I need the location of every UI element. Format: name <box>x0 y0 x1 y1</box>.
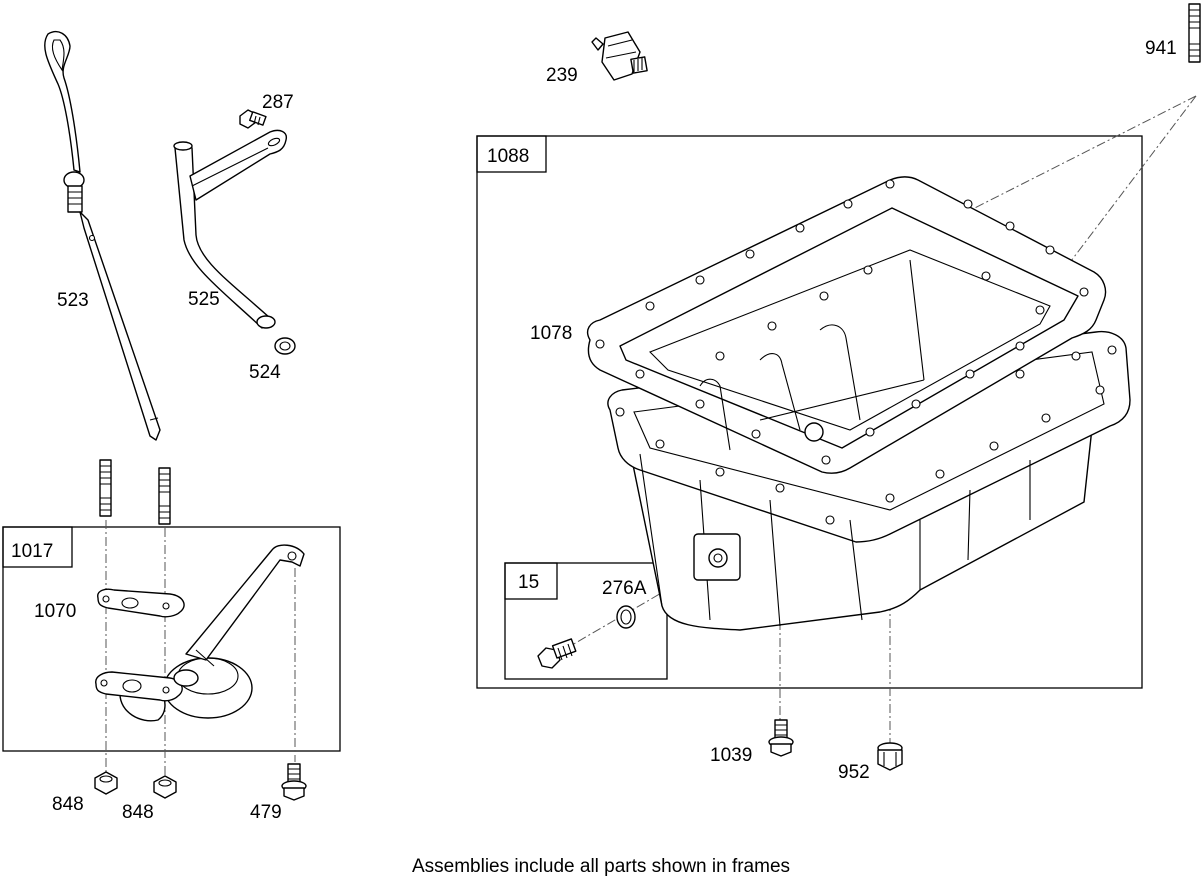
label-287: 287 <box>262 92 294 113</box>
bolt-1039-part <box>768 719 794 757</box>
label-848-right: 848 <box>122 802 154 823</box>
frame-1088: 1088 <box>476 135 1143 689</box>
label-276a: 276A <box>602 578 647 599</box>
label-1039: 1039 <box>710 745 752 766</box>
label-848-left: 848 <box>52 794 84 815</box>
bolt-479-part <box>281 763 307 801</box>
drain-plug-part <box>537 638 577 669</box>
dipstick-part <box>44 30 161 441</box>
label-1070: 1070 <box>34 601 76 622</box>
nut-part-a <box>94 771 118 795</box>
studs-pair-part <box>99 459 171 525</box>
frame-1017-label: 1017 <box>11 541 53 562</box>
gasket-part <box>586 176 1107 474</box>
oil-pickup-part <box>95 544 305 722</box>
nut-952-part <box>877 742 903 771</box>
drain-washer-part <box>616 605 636 629</box>
label-239: 239 <box>546 65 578 86</box>
label-941: 941 <box>1145 38 1177 59</box>
label-524: 524 <box>249 362 281 383</box>
label-525: 525 <box>188 289 220 310</box>
label-479: 479 <box>250 802 282 823</box>
frame-1017: 1017 <box>2 526 341 752</box>
oil-pressure-switch-part <box>591 31 648 81</box>
stud-part <box>1188 3 1201 63</box>
label-952: 952 <box>838 762 870 783</box>
o-ring-small-part <box>274 337 296 355</box>
frame-1088-label: 1088 <box>487 146 529 167</box>
frame-15: 15 <box>504 562 668 680</box>
diagram-caption: Assemblies include all parts shown in fr… <box>411 856 791 877</box>
bolt-small-part <box>239 109 267 129</box>
nut-part-b <box>153 775 177 799</box>
frame-15-label: 15 <box>518 572 539 593</box>
pan-flange-holes <box>615 345 1117 525</box>
label-1078: 1078 <box>530 323 572 344</box>
gasket-holes <box>595 179 1089 465</box>
dipstick-tube-part <box>173 129 287 329</box>
label-523: 523 <box>57 290 89 311</box>
